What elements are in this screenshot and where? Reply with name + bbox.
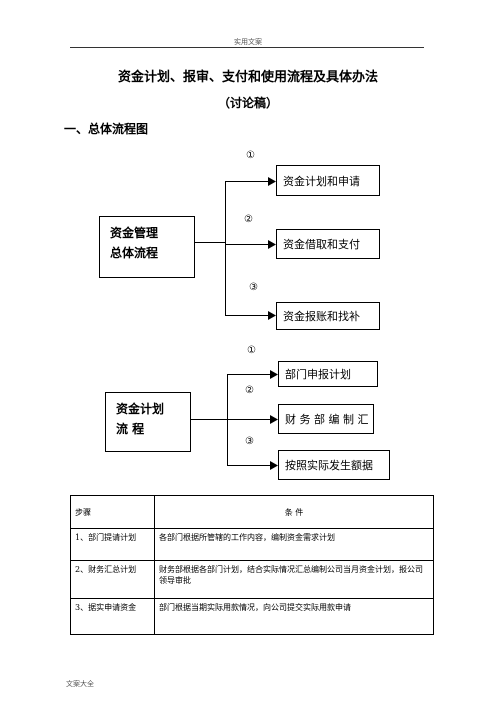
arrowhead-icon (270, 461, 278, 470)
page-footer: 文案大全 (66, 680, 94, 688)
flow1-arrow-1 (225, 181, 271, 182)
table-cell-step: 3、据实申请资金 (70, 598, 155, 635)
flow2-arrow-1 (227, 374, 273, 375)
flow1-marker-3: ③ (249, 282, 258, 293)
page-header: 实用文案 (234, 38, 262, 46)
arrowhead-icon (270, 370, 278, 379)
table-cell-step: 2、财务汇总计划 (70, 560, 155, 599)
table-header-step: 步骤 (70, 495, 155, 529)
flow1-connector (195, 242, 225, 243)
document-subtitle: （讨论稿） (217, 96, 278, 110)
flow1-branch-3: 资金报账和找补 (276, 302, 380, 330)
table-row: 1、部门提请计划 各部门根据所管辖的工作内容，编制资金需求计划 (70, 528, 434, 561)
arrowhead-icon (268, 311, 276, 320)
table-row: 3、据实申请资金 部门根据当期实际用款情况，向公司提交实际用款申请 (70, 598, 434, 635)
flow2-left-line1: 资金计划 (116, 402, 165, 416)
header-divider (70, 47, 424, 48)
table-cell-step: 1、部门提请计划 (70, 528, 155, 561)
flow1-left-box: 资金管理 总体流程 (99, 216, 195, 278)
flow2-arrow-2 (227, 419, 273, 420)
arrowhead-icon (270, 415, 278, 424)
flow2-marker-1: ① (247, 345, 256, 356)
arrowhead-icon (268, 240, 276, 249)
flow2-branch-3: 按照实际发生额据 (278, 450, 390, 480)
table-cell-condition: 财务部根据各部门计划，结合实际情况汇总编制公司当月资金计划，报公司领导审批 (154, 560, 434, 599)
flow2-marker-3: ③ (245, 436, 254, 447)
flow2-branch-2: 财 务 部 编 制 汇 (278, 404, 374, 434)
flow1-marker-1: ① (246, 150, 255, 161)
table-cell-condition: 部门根据当期实际用款情况，向公司提交实际用款申请 (154, 598, 434, 635)
steps-table: 步骤 条 件 1、部门提请计划 各部门根据所管辖的工作内容，编制资金需求计划 2… (70, 495, 434, 635)
flow1-trunk (225, 181, 226, 315)
flow1-arrow-3 (225, 315, 271, 316)
table-header-condition: 条 件 (154, 495, 434, 529)
flow2-connector (191, 419, 227, 420)
document-title: 资金计划、报审、支付和使用流程及具体办法 (117, 70, 378, 85)
table-header-row: 步骤 条 件 (70, 495, 434, 529)
arrowhead-icon (268, 177, 276, 186)
flow2-marker-2: ② (245, 385, 254, 396)
section-heading: 一、总体流程图 (64, 122, 149, 136)
flow2-branch-1: 部门申报计划 (278, 361, 378, 387)
flow1-marker-2: ② (244, 214, 253, 225)
flow2-left-line2: 流 程 (116, 422, 145, 436)
flow2-left-box: 资金计划 流 程 (105, 392, 191, 452)
table-row: 2、财务汇总计划 财务部根据各部门计划，结合实际情况汇总编制公司当月资金计划，报… (70, 560, 434, 599)
flow1-left-line2: 总体流程 (110, 246, 159, 260)
flow1-left-line1: 资金管理 (110, 226, 159, 240)
flow1-branch-1: 资金计划和申请 (276, 165, 380, 196)
flow1-branch-2: 资金借取和支付 (276, 229, 380, 259)
flow2-arrow-3 (227, 465, 273, 466)
flow1-arrow-2 (225, 244, 271, 245)
table-cell-condition: 各部门根据所管辖的工作内容，编制资金需求计划 (154, 528, 434, 561)
